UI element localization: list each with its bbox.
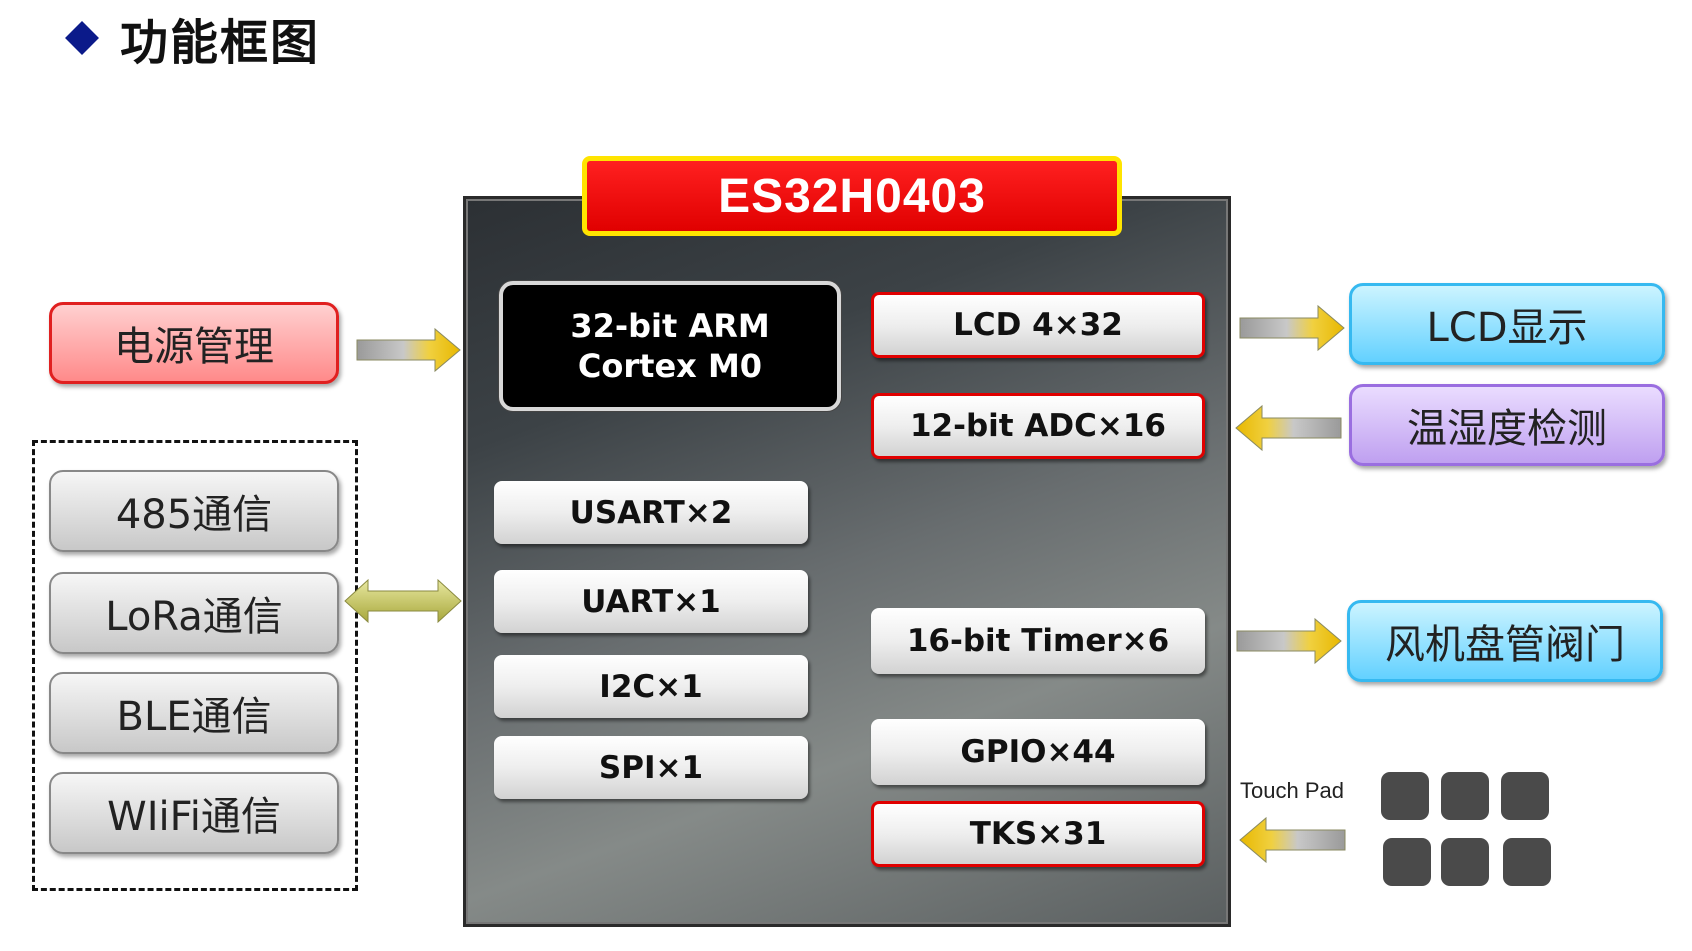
- power-management-label: 电源管理: [114, 324, 274, 370]
- power-management-box: 电源管理: [49, 302, 339, 384]
- page-title: 功能框图: [64, 8, 320, 71]
- arrow-right-icon: [356, 327, 461, 373]
- usart-box: USART×2: [494, 481, 808, 544]
- cpu-core-box: 32-bit ARM Cortex M0: [499, 281, 841, 411]
- gpio-box: GPIO×44: [871, 719, 1205, 785]
- arrow-left-icon: [1239, 816, 1346, 864]
- arrow-left-icon: [1235, 404, 1342, 452]
- lcd-controller-box: LCD 4×32: [871, 292, 1205, 358]
- tks-box: TKS×31: [871, 801, 1205, 867]
- arrow-bidirectional-icon: [344, 578, 462, 624]
- touch-pad-key-icon: [1383, 838, 1431, 886]
- comm-label: WIiFi通信: [107, 794, 281, 840]
- comm-wifi-box: WIiFi通信: [49, 772, 339, 854]
- chip-name-label: ES32H0403: [582, 156, 1122, 236]
- comm-group: [32, 440, 358, 891]
- touch-pad-key-icon: [1503, 838, 1551, 886]
- touch-pad-key-icon: [1441, 838, 1489, 886]
- touch-pad-key-icon: [1501, 772, 1549, 820]
- spi-box: SPI×1: [494, 736, 808, 799]
- lcd-display-box: LCD显示: [1349, 283, 1665, 365]
- adc-box: 12-bit ADC×16: [871, 393, 1205, 459]
- timer-box: 16-bit Timer×6: [871, 608, 1205, 674]
- cpu-line1: 32-bit ARM: [570, 307, 770, 345]
- touch-pad-key-icon: [1441, 772, 1489, 820]
- fan-valve-box: 风机盘管阀门: [1347, 600, 1663, 682]
- temp-humidity-label: 温湿度检测: [1407, 406, 1607, 452]
- comm-label: 485通信: [115, 492, 273, 538]
- temp-humidity-box: 温湿度检测: [1349, 384, 1665, 466]
- arrow-right-icon: [1239, 304, 1345, 352]
- lcd-display-label: LCD显示: [1426, 305, 1588, 351]
- comm-485-box: 485通信: [49, 470, 339, 552]
- fan-valve-label: 风机盘管阀门: [1385, 622, 1625, 668]
- comm-label: BLE通信: [116, 694, 272, 740]
- uart-box: UART×1: [494, 570, 808, 633]
- touch-pad-label: Touch Pad: [1240, 778, 1344, 803]
- comm-label: LoRa通信: [105, 594, 283, 640]
- touch-pad-key-icon: [1381, 772, 1429, 820]
- arrow-right-icon: [1236, 617, 1342, 665]
- title-text: 功能框图: [120, 15, 321, 71]
- comm-ble-box: BLE通信: [49, 672, 339, 754]
- comm-lora-box: LoRa通信: [49, 572, 339, 654]
- i2c-box: I2C×1: [494, 655, 808, 718]
- cpu-line2: Cortex M0: [577, 347, 763, 385]
